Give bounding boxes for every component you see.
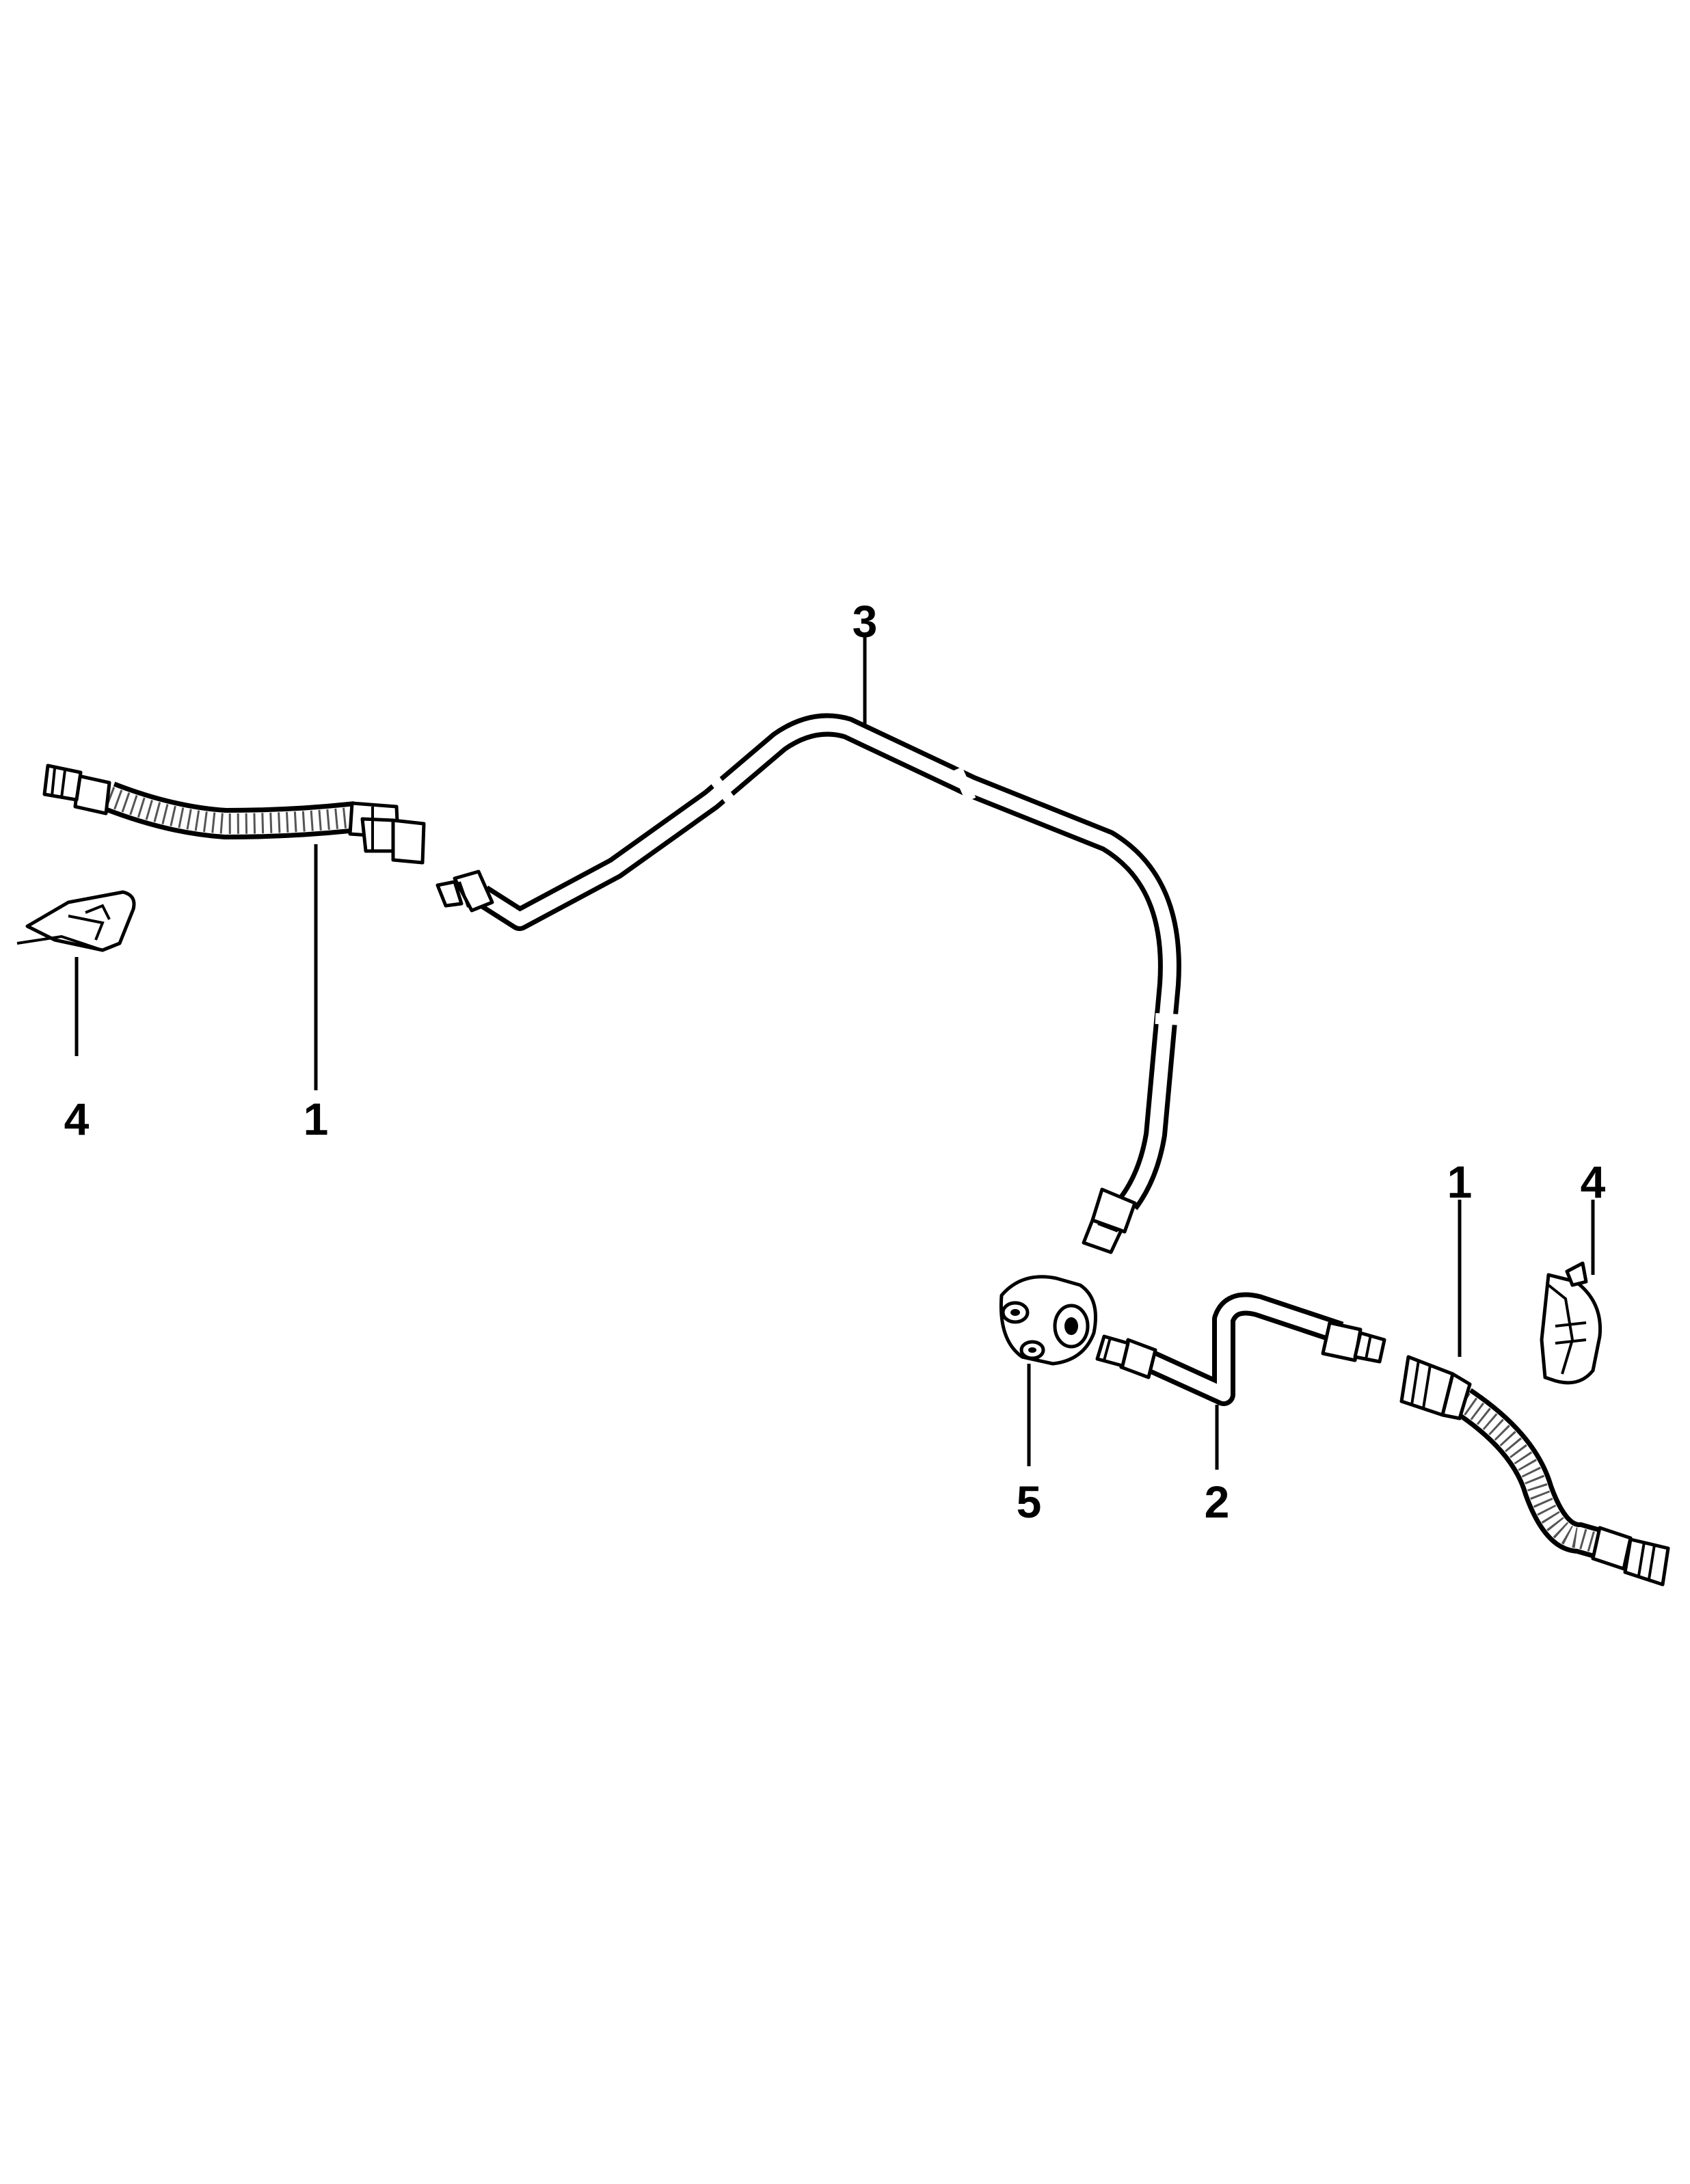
callout-2: 2 <box>1205 1477 1230 1527</box>
callout-5: 5 <box>1017 1477 1042 1527</box>
retaining-clip-right <box>1540 1261 1602 1385</box>
brake-pipe-long <box>435 713 1183 1254</box>
callout-4-right: 4 <box>1581 1157 1606 1207</box>
brake-pipe-short <box>1095 1292 1386 1406</box>
brake-hose-left <box>42 764 426 865</box>
callout-4-left: 4 <box>64 1094 90 1144</box>
leader-lines <box>75 636 1595 1470</box>
callout-3: 3 <box>853 596 878 647</box>
brake-hose-right <box>1399 1355 1670 1587</box>
retaining-clip-left <box>16 890 136 952</box>
junction-block <box>999 1275 1097 1366</box>
callout-1-right: 1 <box>1447 1157 1473 1207</box>
callout-1-left: 1 <box>304 1094 329 1144</box>
callout-labels: 1 4 3 1 4 5 2 <box>64 596 1606 1527</box>
